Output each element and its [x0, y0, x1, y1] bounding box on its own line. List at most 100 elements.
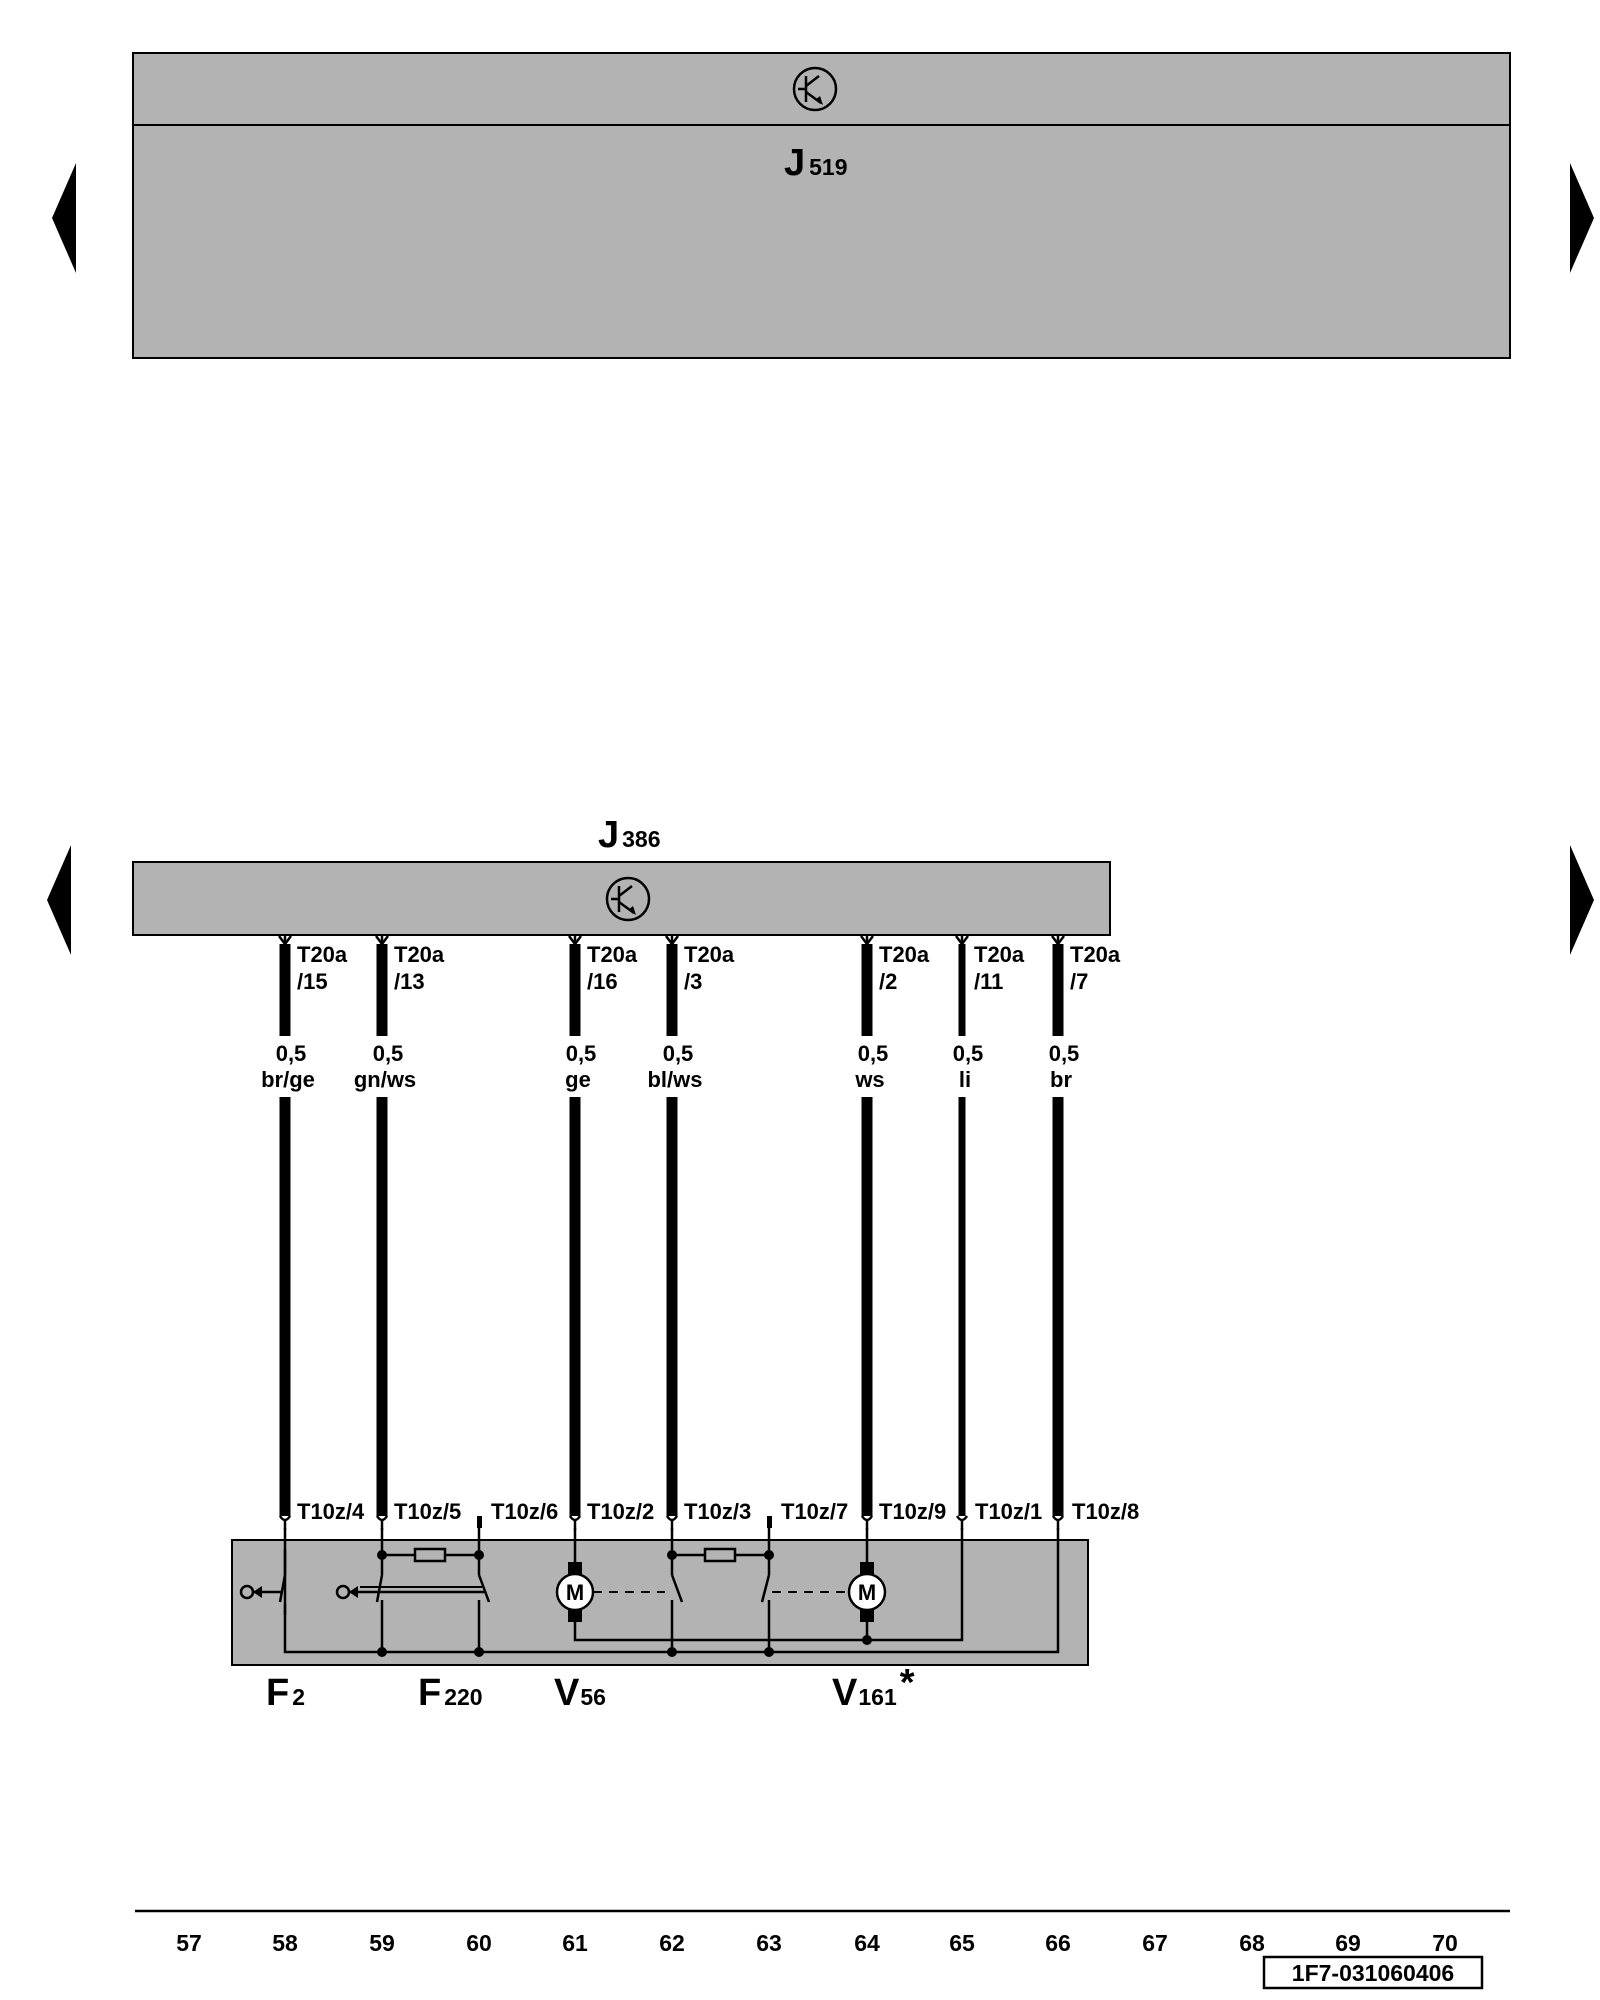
label-letter: V: [832, 1672, 858, 1714]
upper-pin-connector: T20a: [1070, 942, 1121, 967]
upper-pin-connector: T20a: [587, 942, 638, 967]
ruler-number: 67: [1142, 1930, 1168, 1956]
label-letter: V: [554, 1672, 580, 1714]
reference-box: 1F7-031060406: [1262, 1955, 1484, 1990]
wire-gauge: 0,5: [858, 1041, 889, 1066]
upper-pin-number: /7: [1070, 969, 1088, 994]
label-number: 220: [444, 1684, 482, 1710]
wire-gauge: 0,5: [373, 1041, 404, 1066]
transistor-circle-icon: [605, 876, 651, 922]
connector-cap-icon: [568, 1515, 582, 1522]
ruler-number: 58: [272, 1930, 298, 1956]
triangle-right-icon[interactable]: [1570, 163, 1594, 273]
upper-pin-number: /15: [297, 969, 328, 994]
ruler-number: 68: [1239, 1930, 1265, 1956]
wire-color: ws: [854, 1067, 884, 1092]
lower-pin-label: T10z/3: [684, 1499, 751, 1524]
upper-pin-connector: T20a: [297, 942, 348, 967]
wire-gauge: 0,5: [566, 1041, 597, 1066]
ruler-number: 69: [1335, 1930, 1361, 1956]
upper-pin-connector: T20a: [684, 942, 735, 967]
wire-color: br: [1050, 1067, 1072, 1092]
switch-contact-icon: [335, 1528, 491, 1603]
lower-pin-label: T10z/9: [879, 1499, 946, 1524]
reference-number: 1F7-031060406: [1292, 1960, 1454, 1986]
ruler-number: 62: [659, 1930, 685, 1956]
wire-color: li: [959, 1067, 971, 1092]
ruler-numbers: 57 58 59 60 61 62 63 64 65 66 67 68 69 70: [176, 1930, 1458, 1956]
ruler-number: 61: [562, 1930, 588, 1956]
wire-color: bl/ws: [647, 1067, 702, 1092]
ruler-number: 57: [176, 1930, 202, 1956]
upper-pin-labels: T20a/15T20a/13T20a/16T20a/3T20a/2T20a/11…: [297, 942, 1121, 994]
ruler-number: 63: [756, 1930, 782, 1956]
ruler-number: 60: [466, 1930, 492, 1956]
switch-motor-assembly: M M: [231, 1516, 1089, 1666]
resistor-icon: [703, 1547, 737, 1563]
wire-color: gn/ws: [354, 1067, 416, 1092]
triangle-right-icon[interactable]: [1570, 845, 1594, 955]
motor-circle-icon: M: [847, 1528, 887, 1622]
connector-cap-icon: [665, 1515, 679, 1522]
upper-pin-number: /3: [684, 969, 702, 994]
connector-cap-icon: [860, 1515, 874, 1522]
wire-color: br/ge: [261, 1067, 315, 1092]
lower-pin-label: T10z/5: [394, 1499, 461, 1524]
lower-pin-label: T10z/7: [781, 1499, 848, 1524]
motor-label: M: [566, 1580, 584, 1605]
upper-pin-number: /11: [974, 969, 1003, 994]
upper-pin-connector: T20a: [394, 942, 445, 967]
connector-cap-icon: [1051, 1515, 1065, 1522]
wire-gauge: 0,5: [276, 1041, 307, 1066]
switch-contact-icon: [667, 1528, 774, 1603]
label-mark: *: [900, 1662, 915, 1704]
ruler-number: 65: [949, 1930, 975, 1956]
ruler-number: 66: [1045, 1930, 1071, 1956]
upper-pin-number: /2: [879, 969, 897, 994]
motor-label: M: [858, 1580, 876, 1605]
upper-pin-connector: T20a: [974, 942, 1025, 967]
ruler-number: 59: [369, 1930, 395, 1956]
lower-pin-label: T10z/1: [975, 1499, 1042, 1524]
ruler-number: 64: [854, 1930, 880, 1956]
lower-pin-label: T10z/4: [297, 1499, 365, 1524]
label-letter: F: [418, 1672, 441, 1714]
label-number: 2: [292, 1684, 305, 1710]
component-label-v161: V161*: [832, 1662, 915, 1714]
connector-cap-icon: [375, 1515, 389, 1522]
component-label-v56: V56: [554, 1672, 606, 1714]
triangle-left-icon[interactable]: [52, 163, 76, 273]
wire-gauge: 0,5: [1049, 1041, 1080, 1066]
connector-cap-icon: [278, 1515, 292, 1522]
label-number: 56: [580, 1684, 606, 1710]
label-number: 386: [622, 826, 660, 852]
upper-pin-number: /13: [394, 969, 425, 994]
upper-pin-connector: T20a: [879, 942, 930, 967]
wire-gauge: 0,5: [953, 1041, 984, 1066]
label-letter: J: [598, 814, 619, 856]
transistor-circle-icon: [792, 66, 838, 112]
wire-gauge: 0,5: [663, 1041, 694, 1066]
label-number: 161: [858, 1684, 897, 1710]
wire-color: ge: [565, 1067, 591, 1092]
label-letter: J: [784, 142, 805, 184]
connector-cap-icon: [955, 1515, 969, 1522]
lower-pin-label: T10z/8: [1072, 1499, 1139, 1524]
wire-group: [278, 935, 1065, 1530]
ruler-number: 70: [1432, 1930, 1458, 1956]
upper-pin-number: /16: [587, 969, 618, 994]
lower-pin-label: T10z/2: [587, 1499, 654, 1524]
label-letter: F: [266, 1672, 289, 1714]
switch-contact-icon: [239, 1528, 287, 1615]
resistor-icon: [413, 1547, 447, 1563]
triangle-left-icon[interactable]: [47, 845, 71, 955]
wire-labels: 0,5br/ge0,5gn/ws0,5ge0,5bl/ws0,5ws0,5li0…: [261, 1041, 1079, 1092]
